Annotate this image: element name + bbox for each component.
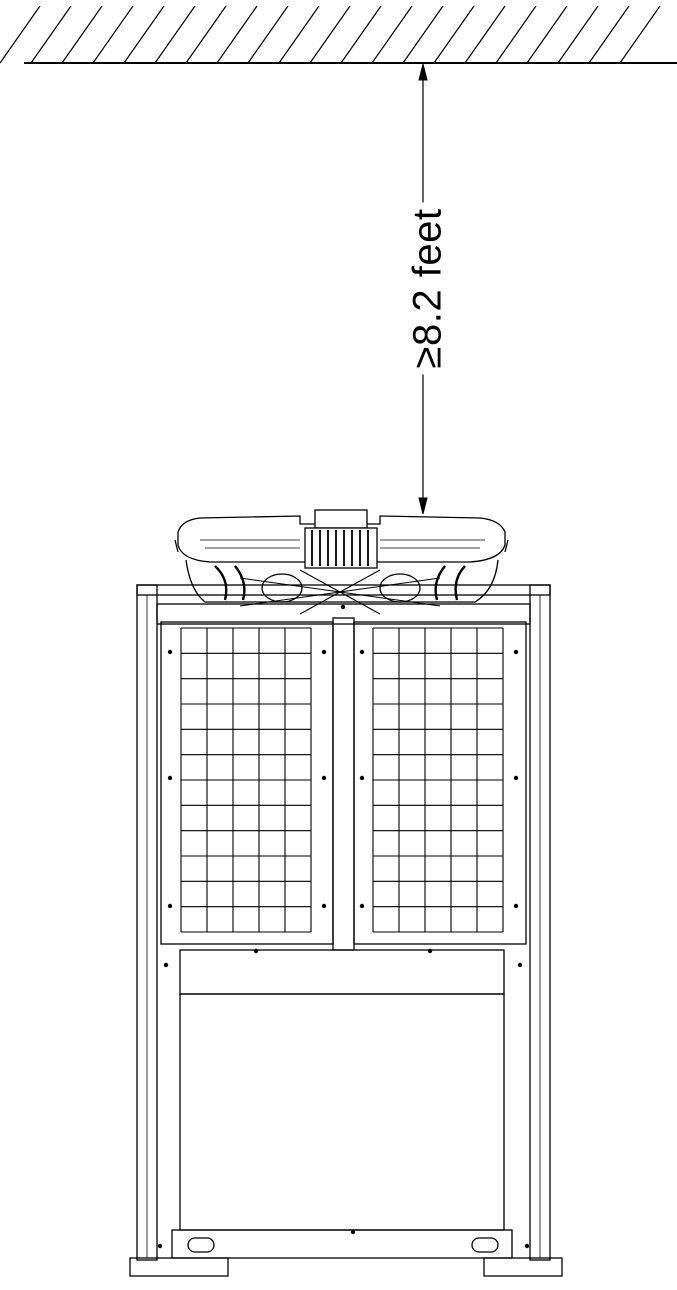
fastener-dot [350,1229,356,1235]
hatch-line [495,5,537,64]
hatch-line [557,5,599,64]
outdoor-unit-icon [129,509,563,1277]
fastener-dot [359,903,365,909]
hatch-line [402,5,444,64]
fastener-dot [427,948,433,954]
ceiling-hatch-icon [0,5,677,64]
hatch-line [123,5,165,64]
clearance-value: ≥8.2 feet [405,202,451,374]
panel-fasteners [157,604,530,1249]
fastener-dot [359,775,365,781]
fastener-dot [167,775,173,781]
fastener-dot [321,775,327,781]
fastener-dot [321,649,327,655]
fastener-dot [359,649,365,655]
fastener-dot [513,903,519,909]
hatch-line [371,5,413,64]
hatch-line [309,5,351,64]
fastener-dot [157,1243,163,1249]
fastener-dot [163,962,169,968]
hatch-line [340,5,382,64]
fastener-dot [167,649,173,655]
hatch-line [216,5,258,64]
coil-grille [180,627,504,933]
hatch-line [278,5,320,64]
fastener-dot [513,775,519,781]
fastener-dot [513,649,519,655]
hatch-line [619,5,661,64]
hatch-line [526,5,568,64]
hatch-line [185,5,227,64]
fastener-dot [167,903,173,909]
fastener-dot [321,903,327,909]
hatch-line [464,5,506,64]
fastener-dot [517,962,523,968]
clearance-dimension-label: ≥8.2 feet [380,200,476,376]
hatch-line [247,5,289,64]
hatch-line [30,5,72,64]
hatch-line [433,5,475,64]
fastener-dot [340,604,346,610]
hatch-line [92,5,134,64]
fastener-dot [524,1243,530,1249]
hatch-line [61,5,103,64]
hatch-line [588,5,630,64]
fastener-dot [253,948,259,954]
hatch-line [154,5,196,64]
hatch-line [0,5,41,64]
